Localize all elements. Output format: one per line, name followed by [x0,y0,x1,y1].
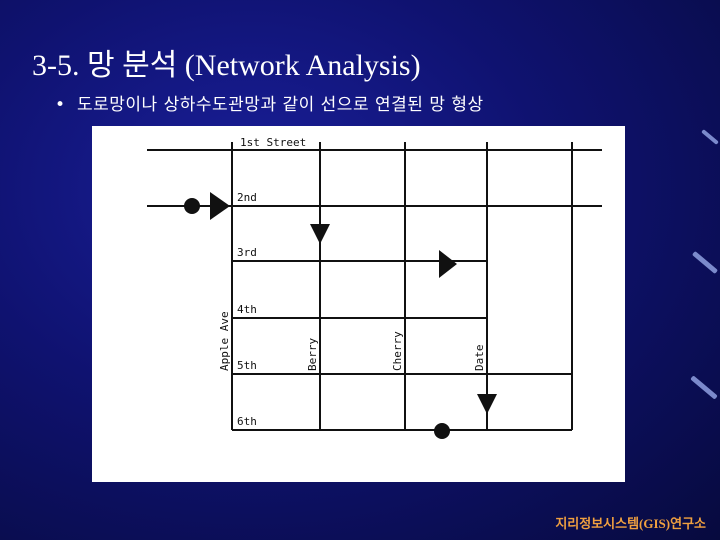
bullet-text: 도로망이나 상하수도관망과 같이 선으로 연결된 망 형상 [77,95,484,115]
street-label-4th: 4th [237,303,257,316]
network-diagram: 1st Street 2nd 3rd 4th 5th 6th Apple Ave… [92,126,625,482]
network-diagram-svg: 1st Street 2nd 3rd 4th 5th 6th Apple Ave… [147,136,602,439]
avenue-label-date: Date [473,345,486,372]
decor-stroke [691,250,719,275]
decor-stroke [690,375,718,400]
slide-title: 3-5. 망 분석 (Network Analysis) [32,49,421,82]
arrow-down-berry [310,224,330,244]
footer-label: 지리정보시스템(GIS)연구소 [555,516,706,531]
decor-stroke [701,129,719,145]
bullet-item: • 도로망이나 상하수도관망과 같이 선으로 연결된 망 형상 [55,90,484,115]
source-node [184,198,200,214]
street-label-2nd: 2nd [237,191,257,204]
bullet-marker: • [55,95,66,115]
arrow-right-3rd [439,250,457,278]
avenue-label-berry: Berry [306,338,319,371]
avenue-label-apple: Apple Ave [218,311,231,371]
avenue-label-cherry: Cherry [391,331,404,371]
destination-node [434,423,450,439]
arrow-down-date [477,394,497,414]
street-label-5th: 5th [237,359,257,372]
street-label-1st: 1st Street [240,136,306,149]
street-label-6th: 6th [237,415,257,428]
street-label-3rd: 3rd [237,246,257,259]
arrow-right-2nd [210,192,230,220]
